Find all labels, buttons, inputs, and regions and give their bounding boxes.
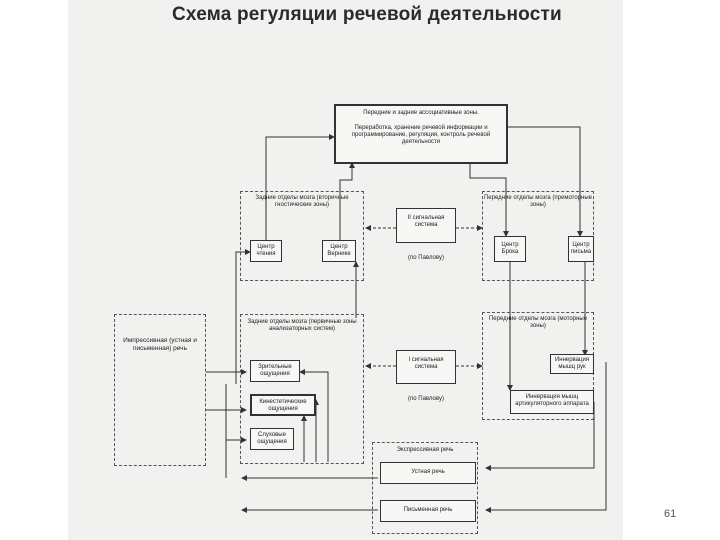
second-signal-note: (по Павлову) [408,255,444,261]
impressive-speech-box: Импрессивная (устная и письменная) речь [114,314,206,466]
page-title: Схема регуляции речевой деятельности [172,4,562,25]
rear-primary-zones: Задние отделы мозга (первичные зоны анал… [240,314,364,464]
visual-sensations-box: Зрительные ощущения [250,360,300,382]
association-zones-heading: Передние и задние ассоциативные зоны. [363,110,479,116]
impressive-speech-label: Импрессивная (устная и письменная) речь [123,337,197,352]
scanned-page [68,0,623,540]
expressive-speech-box: Экспрессивная речь [372,442,478,534]
hand-innervation-box: Иннервация мышц рук [550,354,594,374]
written-speech-box: Письменная речь [380,500,476,522]
kinesthetic-sensations-box: Кинестетические ощущения [250,394,316,416]
front-premotor-zones-title: Передние отделы мозга (премоторные зоны) [483,195,592,208]
rear-secondary-zones: Задние отделы мозга (вторичные гностичес… [240,191,364,281]
writing-center-box: Центр письма [568,236,594,262]
front-motor-zones-title: Передние отделы мозга (моторные зоны) [488,316,588,329]
first-signal-system-box: I сигнальная система [396,350,456,384]
rear-secondary-zones-title: Задние отделы мозга (вторичные гностичес… [255,195,349,208]
expressive-speech-title: Экспрессивная речь [396,447,454,453]
rear-primary-zones-title: Задние отделы мозга (первичные зоны анал… [247,319,357,332]
articulation-innervation-box: Иннервация мышц артикуляторного аппарата [510,390,594,414]
page-number: 61 [664,508,677,520]
auditory-sensations-box: Слуховые ощущения [250,428,294,450]
second-signal-system-box: II сигнальная система [396,208,456,243]
wernicke-center-box: Центр Вернике [322,240,356,262]
association-zones-box: Передние и задние ассоциативные зоны. Пе… [334,104,508,164]
association-zones-text: Переработка, хранение речевой информации… [351,125,491,145]
oral-speech-box: Устная речь [380,462,476,484]
first-signal-note: (по Павлову) [408,396,444,402]
reading-center-box: Центр чтения [250,240,282,262]
broca-center-box: Центр Брока [494,236,526,262]
